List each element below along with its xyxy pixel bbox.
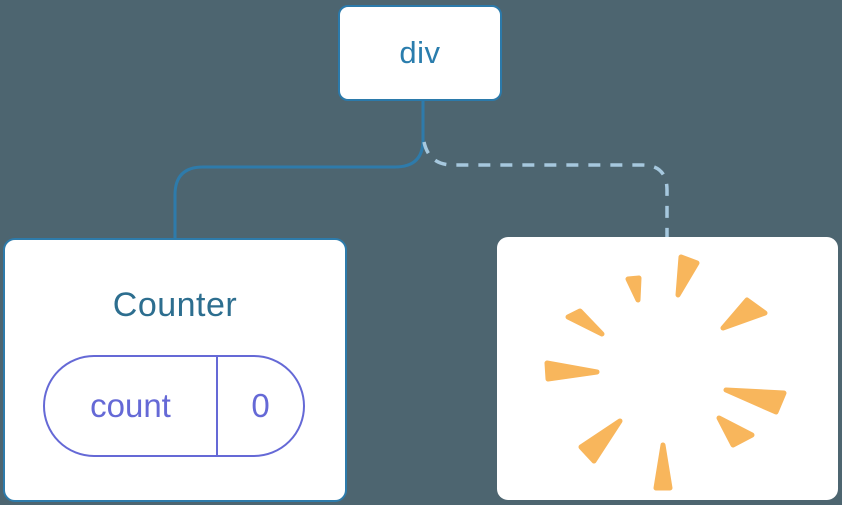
tree-node-counter: Counter count 0: [3, 238, 347, 502]
component-title: Counter: [112, 286, 238, 324]
tree-node-div: div: [338, 5, 502, 101]
state-key-label: count: [45, 357, 218, 455]
connector-solid-line: [173, 99, 425, 240]
poof-ray: [720, 297, 768, 331]
node-label-div: div: [399, 35, 441, 70]
poof-ray: [578, 418, 623, 464]
state-pill: count 0: [43, 355, 305, 457]
poof-icon: [544, 254, 787, 491]
poof-ray: [716, 415, 755, 448]
tree-node-removed: [497, 237, 838, 500]
poof-ray: [625, 275, 642, 303]
state-value: 0: [251, 387, 270, 424]
poof-ray: [675, 254, 700, 298]
poof-ray: [544, 360, 600, 382]
connector-dashed-line: [422, 141, 669, 237]
poof-ray: [565, 308, 605, 337]
poof-ray: [653, 442, 673, 491]
poof-ray: [723, 387, 787, 415]
